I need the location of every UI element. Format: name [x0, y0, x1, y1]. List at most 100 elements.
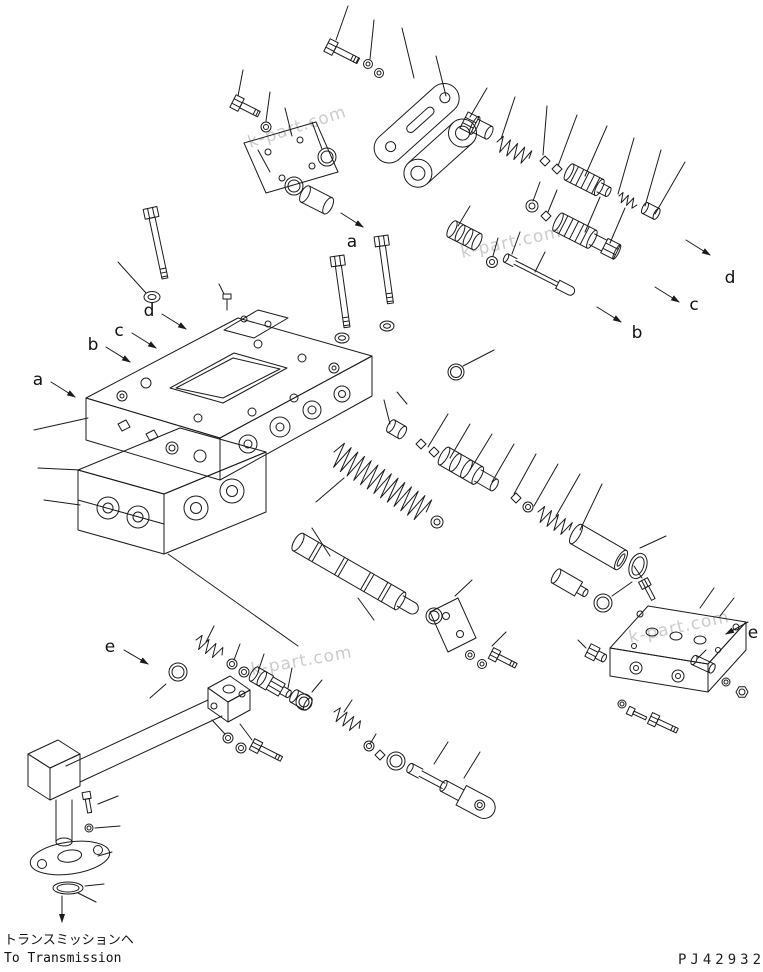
direction-label-d-right: d — [725, 268, 736, 288]
bolt — [646, 712, 679, 734]
direction-label-c-right: c — [689, 295, 698, 315]
screw — [625, 705, 648, 721]
spring-seat — [510, 492, 522, 504]
end-cap — [386, 419, 408, 440]
mounting-bolt — [373, 234, 394, 305]
leader-lines-pipe — [77, 795, 121, 903]
manifold-gasket — [403, 118, 478, 188]
assembly-arrow-e-right — [725, 621, 749, 635]
washer-ring — [379, 320, 395, 332]
spring-seat — [539, 155, 563, 175]
washer-ring — [334, 332, 350, 344]
caption-english: To Transmission — [4, 951, 121, 966]
small-bolt — [81, 790, 93, 814]
sleeve — [446, 220, 483, 251]
spring-large — [333, 442, 433, 521]
assembly-arrow-b-left — [105, 346, 131, 363]
leader-line — [462, 349, 495, 367]
leader-line — [396, 391, 408, 405]
hex-plug — [584, 643, 608, 663]
assembly-arrow-e-left — [123, 649, 149, 665]
o-ring — [284, 176, 304, 196]
assembly-arrow-c-left — [131, 332, 157, 349]
small-cover-plate — [429, 579, 477, 653]
washer — [525, 199, 539, 213]
spring — [496, 135, 533, 164]
main-spool — [291, 532, 419, 615]
leader-lines-detent — [211, 679, 481, 779]
leader-line — [315, 477, 345, 503]
assembly-arrow-b-right — [596, 306, 622, 323]
pilot-pin — [502, 253, 576, 296]
small-sleeve-top — [299, 185, 335, 215]
washer — [235, 742, 247, 754]
direction-label-e-right: e — [748, 623, 758, 643]
leader-line — [311, 527, 331, 557]
end-block — [609, 605, 747, 693]
o-ring — [593, 593, 613, 613]
o-ring — [317, 147, 337, 167]
washer — [465, 650, 475, 660]
valve-body-lower — [77, 427, 267, 555]
assembly-arrow-a-top — [340, 212, 364, 228]
hex-bolt-small — [638, 577, 656, 601]
spring — [195, 634, 224, 659]
bolt-top — [323, 38, 361, 65]
assembly-arrow-d-left — [161, 313, 187, 330]
washer — [238, 666, 250, 678]
washer-ring — [143, 291, 161, 303]
mounting-bolt — [142, 206, 169, 280]
washer — [222, 732, 234, 744]
washer — [260, 121, 272, 133]
direction-label-b-left: b — [88, 335, 99, 355]
direction-label-a-left: a — [33, 370, 43, 390]
relief-plug — [459, 111, 494, 140]
ribbed-plug — [248, 666, 292, 699]
leader-line — [117, 261, 147, 294]
leader-line — [357, 597, 375, 621]
pin — [690, 654, 716, 674]
direction-label-a-top: a — [347, 232, 357, 252]
small-screw — [218, 283, 232, 311]
leader-lines-chain — [383, 399, 667, 597]
spring-seat — [374, 749, 386, 761]
washer — [430, 515, 444, 529]
valve-seat-cap — [640, 202, 661, 220]
washer — [363, 740, 375, 752]
adjuster-plug — [552, 212, 622, 260]
watermark-text: k-part.com — [459, 222, 563, 263]
mounting-bolt — [329, 254, 351, 329]
spring-small — [618, 191, 638, 209]
spring — [333, 707, 361, 731]
gasket-plate — [243, 121, 339, 194]
spring-seat — [415, 438, 440, 458]
direction-label-e-left: e — [105, 637, 115, 657]
watermark-text: k-part.com — [249, 642, 353, 680]
washer — [84, 823, 94, 833]
leader-line — [491, 631, 507, 647]
valve-body-upper — [85, 309, 373, 481]
watermarks: k-part.com k-part.com k-part.com k-part.… — [245, 102, 731, 680]
washer — [486, 256, 498, 268]
o-ring — [447, 363, 465, 381]
assembly-arrow-a-left — [50, 381, 76, 398]
leader-lines-row-d — [469, 87, 686, 215]
washer — [721, 677, 731, 687]
o-ring-large — [628, 552, 648, 580]
o-ring-flange — [52, 881, 84, 895]
washer — [617, 699, 627, 709]
direction-label-c-left: c — [114, 321, 123, 341]
o-ring — [295, 693, 313, 711]
washer — [477, 659, 487, 669]
bolt-top-left — [229, 94, 261, 118]
hex-nut — [735, 686, 749, 698]
washer — [522, 501, 534, 513]
pipe-assembly — [27, 675, 251, 876]
o-ring — [386, 751, 406, 771]
washers-top — [363, 59, 384, 78]
leader-lines-body — [33, 417, 299, 647]
spring — [537, 506, 573, 535]
o-ring — [168, 662, 188, 682]
